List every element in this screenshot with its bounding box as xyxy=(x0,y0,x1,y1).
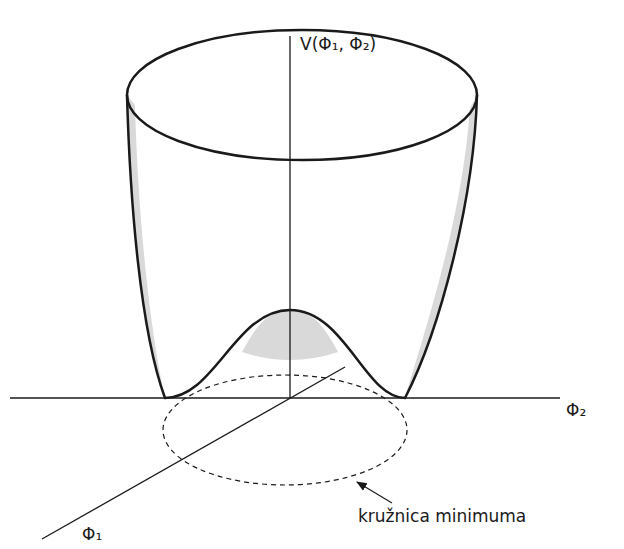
leader-arrow xyxy=(357,482,392,503)
v-axis xyxy=(289,36,290,398)
wall-shade xyxy=(405,95,477,398)
phi2-axis xyxy=(10,397,560,398)
annotation-label: kružnica minimuma xyxy=(358,506,526,526)
axis-label: Φ₂ xyxy=(566,400,586,420)
phi1-axis xyxy=(42,367,345,539)
potential-label: V(Φ₁, Φ₂) xyxy=(300,34,376,54)
wall-shade xyxy=(127,95,165,398)
axis-label: Φ₁ xyxy=(82,524,102,544)
bowl-rim xyxy=(127,30,477,160)
minimum-circle xyxy=(163,375,407,485)
